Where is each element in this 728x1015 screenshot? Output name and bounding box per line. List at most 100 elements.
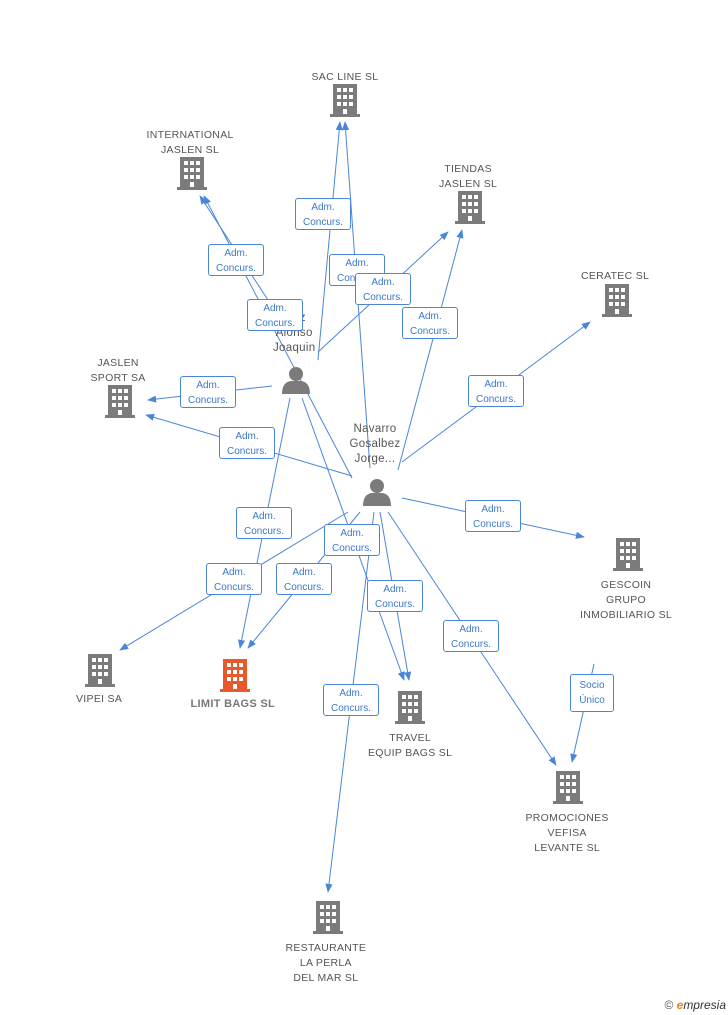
- edge-label-line: Adm.: [383, 584, 407, 595]
- edge-label-line: Adm.: [481, 504, 505, 515]
- edges-layer: [119, 121, 595, 893]
- building-icon[interactable]: [613, 538, 643, 571]
- edge-label-e10[interactable]: Adm. Concurs.: [465, 500, 521, 532]
- label-line: TRAVEL: [389, 732, 432, 744]
- edge-label-line: Concurs.: [472, 519, 513, 530]
- building-icon[interactable]: [553, 771, 583, 804]
- edge-label-line: Adm.: [345, 258, 369, 269]
- edge-label-line: Adm.: [459, 624, 483, 635]
- edge-label-e11[interactable]: Adm. Concurs.: [236, 507, 292, 539]
- label-line: Joaquin: [273, 342, 316, 354]
- edge-label-line: Adm.: [339, 688, 363, 699]
- edge-label-line: Adm.: [311, 202, 335, 213]
- copyright-symbol: ©: [664, 998, 674, 1012]
- edge-label-line: Concurs.: [215, 263, 256, 274]
- edge-label-e13[interactable]: Adm. Concurs.: [276, 563, 332, 595]
- building-icon[interactable]: [330, 84, 360, 117]
- edge-label-e15[interactable]: Adm.Concurs.: [367, 580, 423, 612]
- edge-label-line: Concurs.: [331, 543, 372, 554]
- company-label-travel[interactable]: TRAVEL EQUIP BAGS SL: [368, 731, 452, 761]
- company-label-vipei[interactable]: VIPEI SA: [76, 692, 122, 707]
- edge-label-line: Adm.: [292, 567, 316, 578]
- edge-label-e7[interactable]: Adm. Concurs.: [468, 375, 524, 407]
- edge-label-e5[interactable]: Adm.Concurs.: [355, 273, 411, 305]
- label-line: SAC LINE SL: [311, 71, 379, 83]
- label-line: INMOBILIARIO SL: [580, 609, 673, 621]
- edge-p1-sac: [317, 121, 343, 361]
- edge-label-line: Concurs.: [330, 703, 371, 714]
- edge-label-line: Concurs.: [213, 582, 254, 593]
- company-label-sac[interactable]: SAC LINE SL: [312, 70, 379, 85]
- edge-label-e9[interactable]: Adm. Concurs.: [219, 427, 275, 459]
- footer-brand: © empresia: [664, 998, 726, 1012]
- label-line: GRUPO: [606, 594, 647, 606]
- edge-label-line: Adm.: [222, 567, 246, 578]
- edge-label-line: Adm.: [235, 431, 259, 442]
- edge-label-line: Adm.: [418, 311, 442, 322]
- person-icon[interactable]: [282, 367, 310, 394]
- edge-label-e6[interactable]: Adm. Concurs.: [402, 307, 458, 339]
- edge-p2-tiendas: [397, 229, 464, 471]
- edge-label-line: Concurs.: [187, 395, 228, 406]
- edge-label-line: Adm.: [252, 511, 276, 522]
- edge-label-e14[interactable]: Adm. Concurs.: [324, 524, 380, 556]
- building-icon[interactable]: [177, 157, 207, 190]
- edge-label-line: Único: [579, 695, 605, 706]
- building-icon[interactable]: [313, 901, 343, 934]
- label-line: LIMIT BAGS SL: [190, 698, 276, 710]
- edge-label-line: Concurs.: [283, 582, 324, 593]
- edge-label-line: Concurs.: [450, 639, 491, 650]
- brand-initial: e: [676, 998, 684, 1012]
- edge-label-line: Adm.: [224, 248, 248, 259]
- label-line: LEVANTE SL: [534, 842, 601, 854]
- label-line: SPORT SA: [90, 372, 146, 384]
- building-icon[interactable]: [455, 191, 485, 224]
- nodes-layer: [85, 84, 643, 934]
- edge-label-line: Concurs.: [254, 318, 295, 329]
- building-icon[interactable]: [395, 691, 425, 724]
- edge-label-e3[interactable]: Adm. Concurs.: [295, 198, 351, 230]
- building-icon[interactable]: [105, 385, 135, 418]
- edge-label-line: Concurs.: [243, 526, 284, 537]
- label-line: Gosalbez: [349, 438, 401, 450]
- edge-label-e16[interactable]: Adm. Concurs.: [443, 620, 499, 652]
- label-line: JASLEN SL: [439, 178, 498, 190]
- edge-label-line: Adm.: [371, 277, 395, 288]
- edge-label-e2[interactable]: Adm. Concurs.: [247, 299, 303, 331]
- label-line: Navarro: [353, 423, 397, 435]
- label-line: EQUIP BAGS SL: [368, 747, 453, 759]
- edge-label-e17[interactable]: Adm. Concurs.: [323, 684, 379, 716]
- edge-label-line: Adm.: [196, 380, 220, 391]
- building-icon[interactable]: [602, 284, 632, 317]
- edge-label-line: Concurs.: [226, 446, 267, 457]
- person-icon[interactable]: [363, 479, 391, 506]
- edge-label-line: Concurs.: [302, 217, 343, 228]
- edge-label-e12[interactable]: Adm. Concurs.: [206, 563, 262, 595]
- edge-label-line: Concurs.: [409, 326, 450, 337]
- edge-label-e1[interactable]: Adm. Concurs.: [208, 244, 264, 276]
- edge-label-line: Concurs.: [475, 394, 516, 405]
- building-icon[interactable]: [85, 654, 115, 687]
- edge-label-line: Adm.: [340, 528, 364, 539]
- company-label-gescoin[interactable]: GESCOIN GRUPO INMOBILIARIO SL: [580, 578, 672, 623]
- label-line: VIPEI SA: [76, 693, 123, 705]
- label-line: Jorge...: [354, 453, 396, 465]
- company-label-limit[interactable]: LIMIT BAGS SL: [191, 697, 276, 712]
- label-line: JASLEN SL: [160, 144, 220, 156]
- building-icon[interactable]: [220, 659, 250, 692]
- edge-label-line: Socio: [579, 680, 605, 691]
- label-line: GESCOIN: [600, 579, 652, 591]
- company-label-ceratec[interactable]: CERATEC SL: [581, 269, 649, 284]
- edge-p2-intl: [203, 195, 353, 479]
- edge-label-line: Adm.: [484, 379, 508, 390]
- label-line: DEL MAR SL: [293, 972, 359, 984]
- edge-label-e8[interactable]: Adm. Concurs.: [180, 376, 236, 408]
- edge-label-line: Adm.: [263, 303, 287, 314]
